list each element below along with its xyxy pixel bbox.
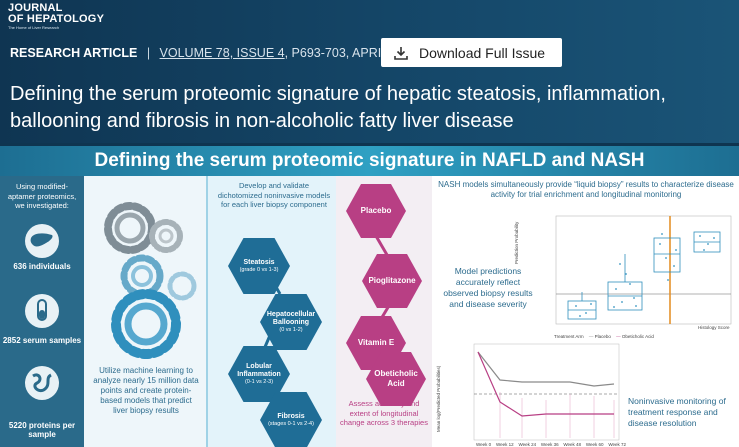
stat-proteins: 5220 proteins per sample	[8, 421, 76, 439]
protein-icon	[25, 366, 59, 400]
test-tube-icon	[25, 294, 59, 328]
download-full-issue-button[interactable]: Download Full Issue	[381, 38, 562, 67]
abstract-col-results: NASH models simultaneously provide “liqu…	[432, 176, 739, 447]
gears-icon	[104, 202, 197, 359]
issue-link[interactable]: VOLUME 78, ISSUE 4	[159, 46, 285, 60]
hex-placebo: Placebo	[346, 184, 406, 238]
abstract-title: Defining the serum proteomic signature i…	[0, 146, 739, 176]
meta-separator: |	[146, 46, 151, 60]
steatosis-label: Steatosis	[243, 258, 275, 266]
logo-line-1: JOURNAL	[8, 2, 63, 14]
abstract-col-data: Using modified-aptamer proteomics, we in…	[0, 176, 84, 447]
journal-logo[interactable]: JOURNAL OF HEPATOLOGY The Home of Liver …	[8, 3, 104, 31]
col5-mid-text: Model predictions accurately reflect obs…	[443, 266, 533, 309]
col4-text: Assess accuracy and extent of longitudin…	[340, 399, 428, 427]
hex-pioglitazone: Pioglitazone	[362, 254, 422, 308]
abstract-col-models: Develop and validate dichotomized noninv…	[206, 176, 336, 447]
col5-top-text: NASH models simultaneously provide “liqu…	[438, 180, 734, 199]
ballooning-label: Hepatocellular Ballooning	[266, 310, 316, 326]
legend-title: Treatment Arm	[554, 334, 584, 339]
graphical-abstract: Defining the serum proteomic signature i…	[0, 146, 739, 447]
stat-serum-samples: 2852 serum samples	[2, 336, 82, 345]
fibrosis-label: Fibrosis	[277, 412, 305, 420]
legend-obeticholic: Obeticholic Acid	[621, 334, 654, 339]
x-tick: Week 24	[518, 442, 537, 447]
abstract-col-therapies: Placebo Pioglitazone Vitamin E Obetichol…	[336, 176, 432, 447]
x-tick: Week 12	[495, 442, 514, 447]
article-meta: RESEARCH ARTICLE | VOLUME 78, ISSUE 4, P…	[10, 46, 419, 60]
stat-individuals: 636 individuals	[13, 262, 71, 271]
linechart-xticks: Week 0 Week 12 Week 24 Week 36 Week 48 W…	[476, 442, 626, 447]
x-tick: Week 0	[476, 442, 492, 447]
steatosis-sub: (grade 0 vs 1-3)	[239, 266, 279, 273]
linechart-legend: Treatment Arm — Placebo — Obeticholic Ac…	[554, 334, 654, 339]
hex-ballooning: Hepatocellular Ballooning (0 vs 1-2)	[260, 294, 322, 350]
download-button-label: Download Full Issue	[419, 44, 546, 61]
col3-intro: Develop and validate dichotomized noninv…	[217, 181, 331, 209]
inflammation-label: Lobular Inflammation	[237, 362, 281, 378]
x-tick: Week 36	[540, 442, 559, 447]
col1-intro: Using modified-aptamer proteomics, we in…	[7, 182, 77, 210]
col5-bottom-text: Noninvasive monitoring of treatment resp…	[628, 396, 726, 428]
inflammation-sub: (0-1 vs 2-3)	[244, 378, 274, 385]
legend-placebo: Placebo	[594, 334, 611, 339]
ballooning-sub: (0 vs 1-2)	[279, 326, 303, 333]
download-icon	[394, 46, 408, 60]
logo-line-2: OF HEPATOLOGY	[8, 13, 105, 25]
article-type: RESEARCH ARTICLE	[10, 46, 138, 60]
boxplot-chart	[555, 215, 732, 325]
article-title: Defining the serum proteomic signature o…	[10, 83, 666, 132]
hex-obeticholic-acid: Obeticholic Acid	[366, 352, 426, 406]
fibrosis-sub: (stages 0-1 vs 2-4)	[268, 420, 314, 427]
liver-icon	[25, 224, 59, 258]
x-tick: Week 48	[563, 442, 582, 447]
boxplot-points	[575, 233, 715, 317]
boxplot-ylabel: Prediction Probability	[514, 221, 519, 264]
treatment-line-chart	[473, 343, 620, 441]
x-tick: Week 60	[585, 442, 604, 447]
x-tick: Week 72	[608, 442, 626, 447]
linechart-ylabel: Mean log(Predicted Probabilities)	[436, 365, 441, 432]
col2-text: Utilize machine learning to analyze near…	[93, 366, 199, 415]
boxplot-xlabel: Histology Score	[698, 325, 730, 330]
abstract-col-ml: Utilize machine learning to analyze near…	[84, 176, 206, 447]
logo-tagline: The Home of Liver Research	[8, 25, 60, 30]
journal-header: JOURNAL OF HEPATOLOGY The Home of Liver …	[0, 0, 739, 143]
